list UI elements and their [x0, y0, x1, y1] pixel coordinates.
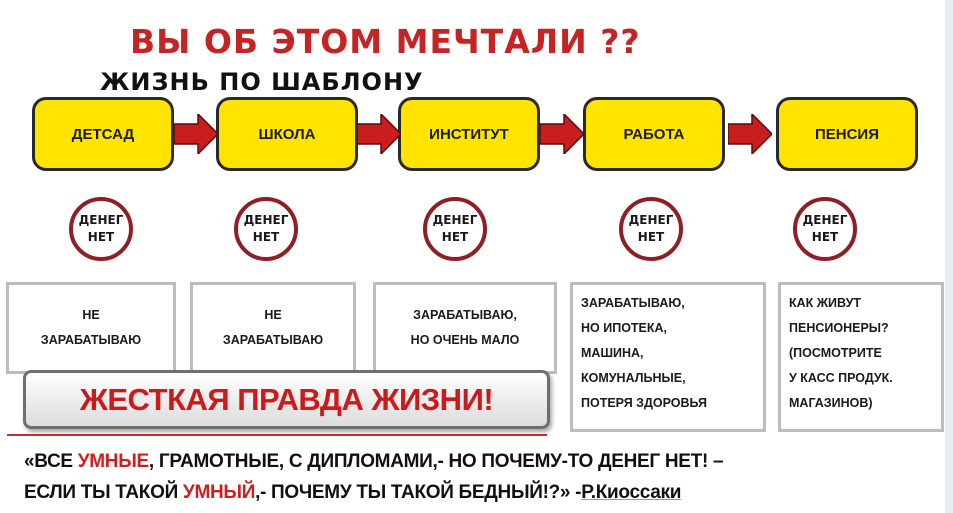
card-line: У КАСС ПРОДУК. [789, 371, 893, 385]
quote-line-2: ЕСЛИ ТЫ ТАКОЙ УМНЫЙ,- ПОЧЕМУ ТЫ ТАКОЙ БЕ… [24, 477, 944, 508]
badge-line1: ДЕНЕГ [432, 213, 478, 227]
no-money-badge: ДЕНЕГ НЕТ [619, 197, 683, 261]
hard-truth-banner: ЖЕСТКАЯ ПРАВДА ЖИЗНИ! [23, 370, 550, 429]
card-line: НО ИПОТЕКА, [581, 321, 668, 335]
badge-line2: НЕТ [87, 230, 115, 244]
page-subtitle: ЖИЗНЬ ПО ШАБЛОНУ [100, 68, 424, 96]
quote-text: , ГРАМОТНЫЕ, С ДИПЛОМАМИ,- НО ПОЧЕМУ-ТО … [148, 451, 724, 472]
card-kindergarten: НЕ ЗАРАБАТЫВАЮ [6, 282, 176, 374]
badge-line1: ДЕНЕГ [243, 213, 289, 227]
card-line: НЕ [264, 308, 282, 322]
badge-line2: НЕТ [637, 230, 665, 244]
no-money-badge: ДЕНЕГ НЕТ [69, 197, 133, 261]
badge-line1: ДЕНЕГ [802, 213, 848, 227]
arrow-right-icon [728, 114, 772, 154]
scrollbar[interactable] [945, 0, 953, 513]
page-title: ВЫ ОБ ЭТОМ МЕЧТАЛИ ?? [130, 22, 641, 61]
quote-text: ЕСЛИ ТЫ ТАКОЙ [24, 482, 183, 503]
stage-school: ШКОЛА [216, 97, 358, 171]
badge-line2: НЕТ [441, 230, 469, 244]
quote-line-1: «ВСЕ УМНЫЕ, ГРАМОТНЫЕ, С ДИПЛОМАМИ,- НО … [24, 446, 944, 477]
card-line: ЗАРАБАТЫВАЮ [40, 333, 142, 347]
card-line: НО ОЧЕНЬ МАЛО [410, 333, 520, 347]
arrow-right-icon [174, 114, 218, 154]
badge-line2: НЕТ [252, 230, 280, 244]
quote-highlight: УМНЫЙ [182, 482, 256, 503]
card-line: (ПОСМОТРИТЕ [789, 346, 882, 360]
badge-line1: ДЕНЕГ [628, 213, 674, 227]
card-line: НЕ [82, 308, 100, 322]
no-money-badge: ДЕНЕГ НЕТ [793, 197, 857, 261]
quote-author: Р.Киоссаки [581, 482, 682, 503]
quote-text: ,- ПОЧЕМУ ТЫ ТАКОЙ БЕДНЫЙ!?» - [255, 482, 582, 503]
card-line: ЗАРАБАТЫВАЮ, [413, 308, 517, 322]
badge-line1: ДЕНЕГ [78, 213, 124, 227]
arrow-right-icon [357, 114, 401, 154]
stage-institute: ИНСТИТУТ [398, 97, 540, 171]
stage-work: РАБОТА [583, 97, 725, 171]
quote: «ВСЕ УМНЫЕ, ГРАМОТНЫЕ, С ДИПЛОМАМИ,- НО … [24, 446, 944, 508]
card-line: МАГАЗИНОВ) [789, 396, 873, 410]
card-line: ПЕНСИОНЕРЫ? [789, 321, 889, 335]
arrow-right-icon [540, 114, 584, 154]
card-institute: ЗАРАБАТЫВАЮ, НО ОЧЕНЬ МАЛО [373, 282, 557, 374]
card-line: КАК ЖИВУТ [789, 296, 862, 310]
no-money-badge: ДЕНЕГ НЕТ [423, 197, 487, 261]
card-line: ПОТЕРЯ ЗДОРОВЬЯ [581, 396, 708, 410]
card-line: ЗАРАБАТЫВАЮ [222, 333, 324, 347]
divider [7, 434, 547, 436]
quote-highlight: УМНЫЕ [77, 451, 149, 472]
card-work: ЗАРАБАТЫВАЮ, НО ИПОТЕКА, МАШИНА, КОМУНАЛ… [570, 282, 766, 432]
card-pension: КАК ЖИВУТ ПЕНСИОНЕРЫ? (ПОСМОТРИТЕ У КАСС… [778, 282, 944, 432]
stage-kindergarten: ДЕТСАД [32, 97, 174, 171]
no-money-badge: ДЕНЕГ НЕТ [234, 197, 298, 261]
card-school: НЕ ЗАРАБАТЫВАЮ [190, 282, 356, 374]
card-line: КОМУНАЛЬНЫЕ, [581, 371, 686, 385]
stage-pension: ПЕНСИЯ [776, 97, 918, 171]
quote-text: «ВСЕ [24, 451, 78, 472]
card-line: МАШИНА, [581, 346, 644, 360]
card-line: ЗАРАБАТЫВАЮ, [581, 296, 685, 310]
badge-line2: НЕТ [811, 230, 839, 244]
